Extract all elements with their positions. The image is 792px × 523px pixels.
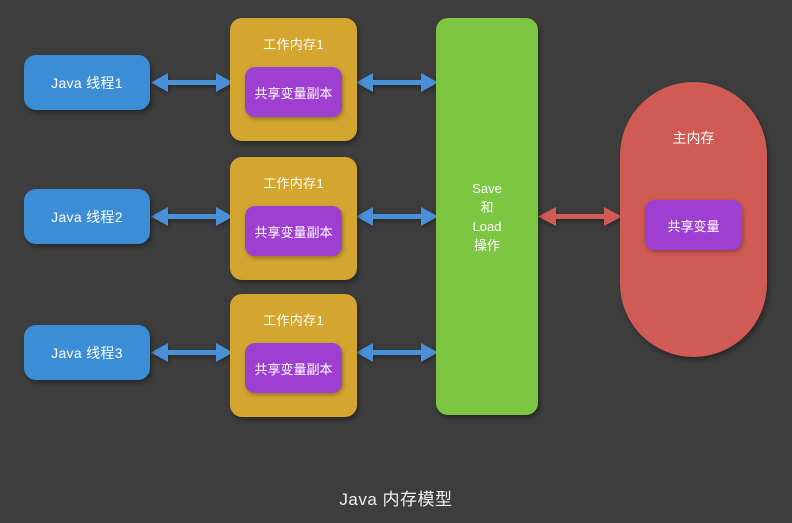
shared-variable-copy-2[interactable]: 共享变量副本 (245, 206, 342, 256)
thread-label-1: Java 线程1 (51, 74, 123, 91)
arrow-working3-to-saveload (356, 343, 438, 362)
shared-variable-box[interactable]: 共享变量 (645, 200, 742, 250)
arrow-working1-to-saveload (356, 73, 438, 92)
arrow-thread2-to-working2 (151, 207, 233, 226)
main-memory-title: 主内存 (672, 130, 715, 146)
shared-variable-copy-label-2: 共享变量副本 (254, 224, 333, 240)
shared-variable-label: 共享变量 (667, 218, 720, 234)
shared-variable-copy-label-3: 共享变量副本 (254, 361, 333, 377)
thread-box-3[interactable]: Java 线程3 (24, 325, 150, 380)
save-load-line-1: Save (472, 180, 502, 196)
thread-box-1[interactable]: Java 线程1 (24, 55, 150, 110)
save-load-box[interactable]: Save 和 Load 操作 (436, 18, 538, 415)
arrow-working2-to-saveload (356, 207, 438, 226)
shared-variable-copy-3[interactable]: 共享变量副本 (245, 343, 342, 393)
thread-label-2: Java 线程2 (51, 208, 123, 225)
arrow-thread3-to-working3 (151, 343, 233, 362)
thread-label-3: Java 线程3 (51, 344, 123, 361)
save-load-line-4: 操作 (473, 237, 500, 253)
working-memory-title-1: 工作内存1 (263, 37, 324, 52)
working-memory-box-1[interactable]: 工作内存1 共享变量副本 (230, 18, 357, 141)
working-memory-box-2[interactable]: 工作内存1 共享变量副本 (230, 157, 357, 280)
working-memory-title-2: 工作内存1 (263, 176, 324, 191)
save-load-line-3: Load (472, 218, 502, 234)
arrow-thread1-to-working1 (151, 73, 233, 92)
diagram-title: Java 内存模型 (339, 490, 453, 509)
shared-variable-copy-1[interactable]: 共享变量副本 (245, 67, 342, 117)
working-memory-box-3[interactable]: 工作内存1 共享变量副本 (230, 294, 357, 417)
arrow-saveload-to-mainmemory (538, 207, 622, 226)
thread-box-2[interactable]: Java 线程2 (24, 189, 150, 244)
save-load-line-2: 和 (480, 199, 494, 215)
shared-variable-copy-label-1: 共享变量副本 (254, 85, 333, 101)
working-memory-title-3: 工作内存1 (263, 313, 324, 328)
main-memory-box[interactable]: 主内存 共享变量 (620, 82, 767, 357)
